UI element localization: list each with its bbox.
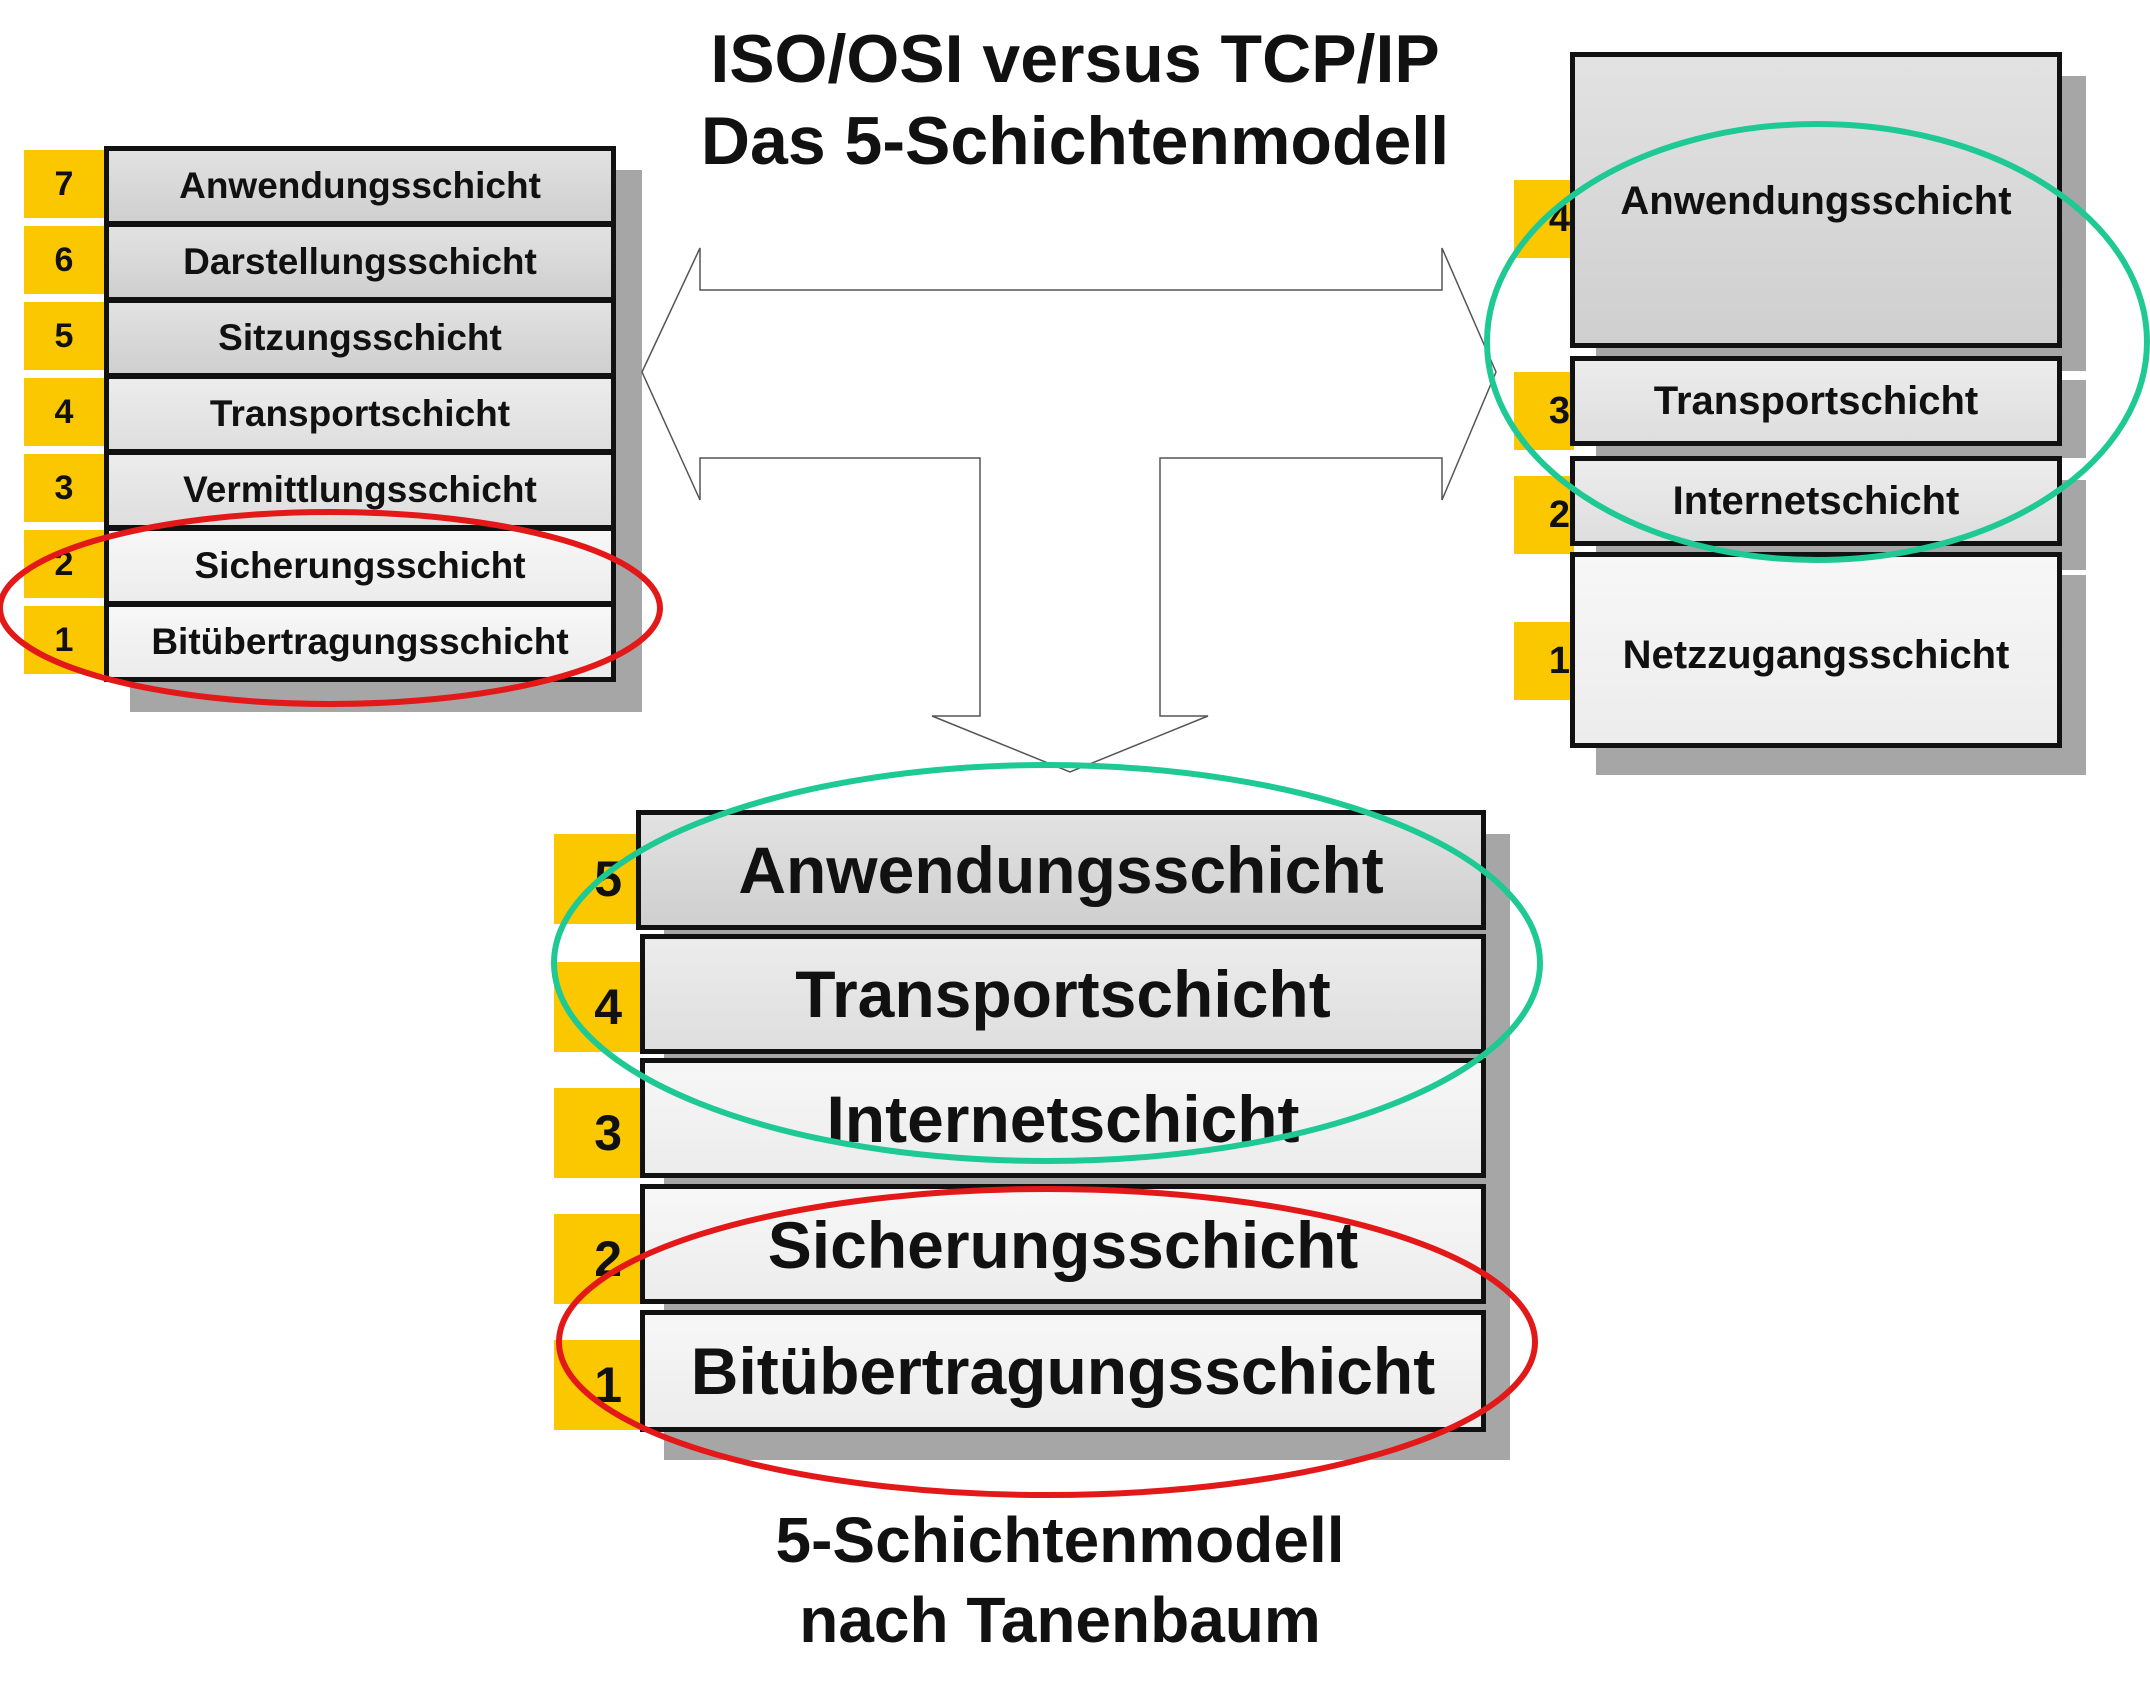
tanenbaum-layer-5-label: Anwendungsschicht bbox=[738, 833, 1384, 907]
tcpip-layer-4: Anwendungsschicht bbox=[1570, 52, 2062, 348]
osi-layer-1: Bitübertragungsschicht bbox=[104, 602, 616, 682]
tcpip-layer-4-label: Anwendungsschicht bbox=[1620, 179, 2012, 223]
caption-line-2: nach Tanenbaum bbox=[799, 1584, 1321, 1656]
tanenbaum-layer-1-label: Bitübertragungsschicht bbox=[690, 1334, 1436, 1408]
title-line-2: Das 5-Schichtenmodell bbox=[700, 103, 1450, 179]
caption-line-1: 5-Schichtenmodell bbox=[775, 1504, 1345, 1576]
tcpip-layer-1-label: Netzzugangsschicht bbox=[1622, 633, 2010, 677]
osi-number-4: 4 bbox=[24, 378, 104, 446]
tcpip-layer-1: Netzzugangsschicht bbox=[1570, 552, 2062, 748]
tanenbaum-layer-2-label: Sicherungsschicht bbox=[767, 1208, 1359, 1282]
tcpip-layer-3-label: Transportschicht bbox=[1653, 378, 1979, 423]
green-highlight-tcpip bbox=[1484, 121, 2150, 563]
osi-number-5: 5 bbox=[24, 302, 104, 370]
osi-number-6: 6 bbox=[24, 226, 104, 294]
tanenbaum-number-2: 2 bbox=[554, 1214, 640, 1304]
tanenbaum-number-3: 3 bbox=[554, 1088, 640, 1178]
osi-layer-5-label: Sitzungsschicht bbox=[218, 317, 502, 358]
tanenbaum-layer-5: Anwendungsschicht bbox=[636, 810, 1486, 930]
tanenbaum-layer-4: Transportschicht bbox=[640, 934, 1486, 1054]
osi-number-3: 3 bbox=[24, 454, 104, 522]
osi-layer-2-label: Sicherungsschicht bbox=[194, 545, 526, 586]
osi-number-7: 7 bbox=[24, 150, 104, 218]
tcpip-layer-3: Transportschicht bbox=[1570, 356, 2062, 446]
osi-layer-7-label: Anwendungsschicht bbox=[179, 165, 541, 206]
red-highlight-tanenbaum bbox=[556, 1186, 1538, 1498]
osi-layer-4-label: Transportschicht bbox=[209, 393, 511, 434]
osi-layer-6-label: Darstellungsschicht bbox=[183, 241, 537, 282]
osi-layer-5: Sitzungsschicht bbox=[104, 298, 616, 378]
tanenbaum-layer-3-label: Internetschicht bbox=[826, 1082, 1300, 1156]
osi-layer-2: Sicherungsschicht bbox=[104, 526, 616, 606]
osi-layer-3-label: Vermittlungsschicht bbox=[183, 469, 537, 510]
tcpip-number-3: 3 bbox=[1514, 372, 1574, 450]
osi-layer-1-label: Bitübertragungsschicht bbox=[151, 621, 569, 662]
tanenbaum-layer-4-label: Transportschicht bbox=[795, 957, 1331, 1031]
tcpip-number-1: 1 bbox=[1514, 622, 1574, 700]
tcpip-number-2: 2 bbox=[1514, 476, 1574, 554]
title-line-1: ISO/OSI versus TCP/IP bbox=[710, 21, 1440, 97]
tanenbaum-layer-1: Bitübertragungsschicht bbox=[640, 1310, 1486, 1432]
tcpip-layer-2-label: Internetschicht bbox=[1672, 478, 1960, 523]
t-arrow-shape bbox=[641, 247, 1497, 773]
red-highlight-osi bbox=[0, 509, 663, 707]
green-highlight-tanenbaum bbox=[551, 762, 1543, 1164]
